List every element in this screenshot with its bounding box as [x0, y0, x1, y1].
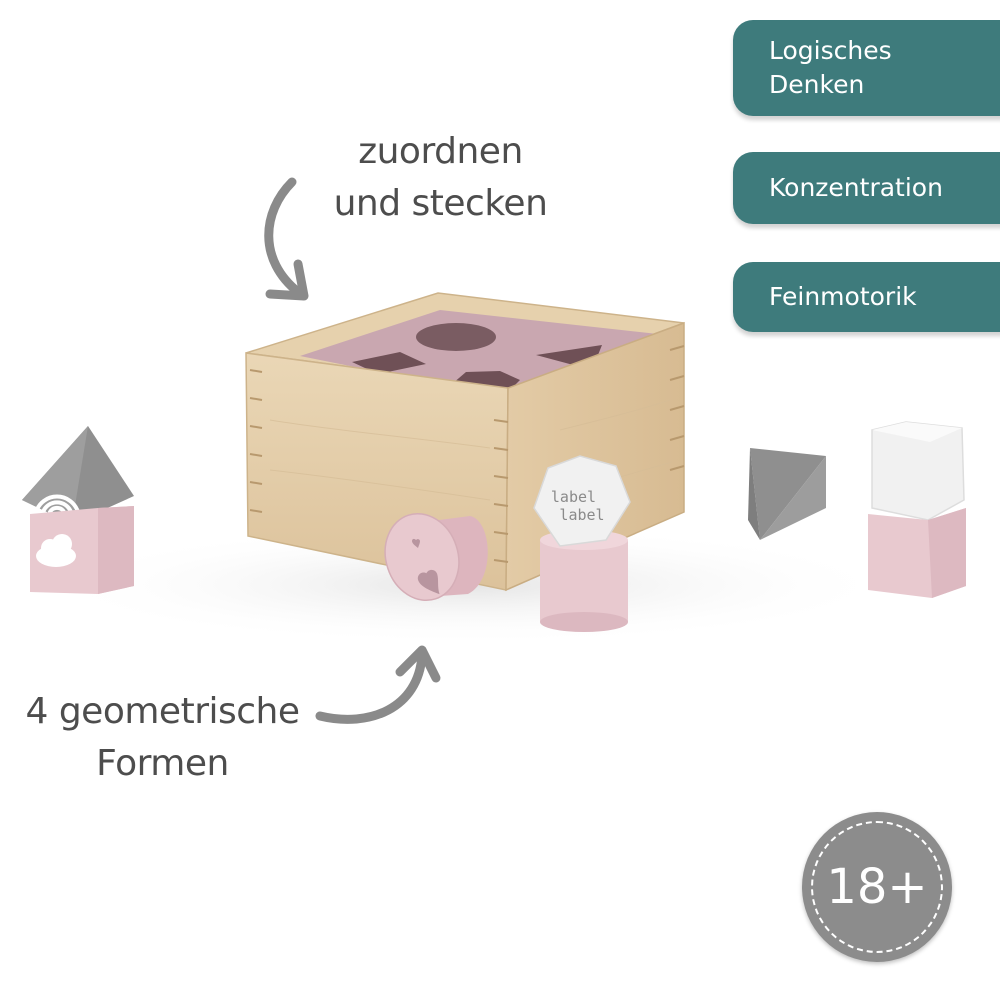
- block-label-line-2: label: [559, 506, 604, 524]
- badge-logical-thinking: Logisches Denken: [733, 20, 1000, 116]
- svg-text:label label: label label: [551, 488, 605, 524]
- caption-sort-and-insert: zuordnen und stecken: [333, 131, 548, 224]
- badge-concentration: Konzentration: [733, 152, 1000, 224]
- pink-cylinder-heart-block: [384, 512, 488, 602]
- white-hexagon-block: [871, 421, 965, 521]
- gray-triangle-block: [748, 448, 826, 540]
- box-lid: [300, 310, 676, 398]
- age-badge-ring: [811, 821, 943, 953]
- badge-label: Logisches Denken: [769, 36, 892, 99]
- pink-cylinder-block: [540, 530, 628, 632]
- block-label-line-1: label: [551, 488, 596, 506]
- lid-hole-square: [352, 352, 426, 374]
- pink-cloud-block: [30, 506, 134, 594]
- lid-hole-circle: [416, 323, 496, 351]
- cloud-icon: [36, 534, 76, 567]
- white-hexagon-label-block: label label: [533, 455, 631, 547]
- badge-label: Konzentration: [769, 173, 943, 202]
- badge-fine-motor-skills: Feinmotorik: [733, 262, 1000, 332]
- caption-geometric-shapes: 4 geometrische Formen: [25, 691, 300, 784]
- pink-cube-block: [868, 508, 966, 598]
- age-label: 18+: [826, 859, 928, 915]
- curved-arrow-down-icon: [264, 177, 309, 301]
- age-badge: 18+: [802, 812, 952, 962]
- curved-arrow-up-icon: [315, 645, 441, 724]
- house-block: [22, 426, 134, 524]
- heart-icon: [417, 569, 440, 595]
- badge-label: Feinmotorik: [769, 282, 917, 311]
